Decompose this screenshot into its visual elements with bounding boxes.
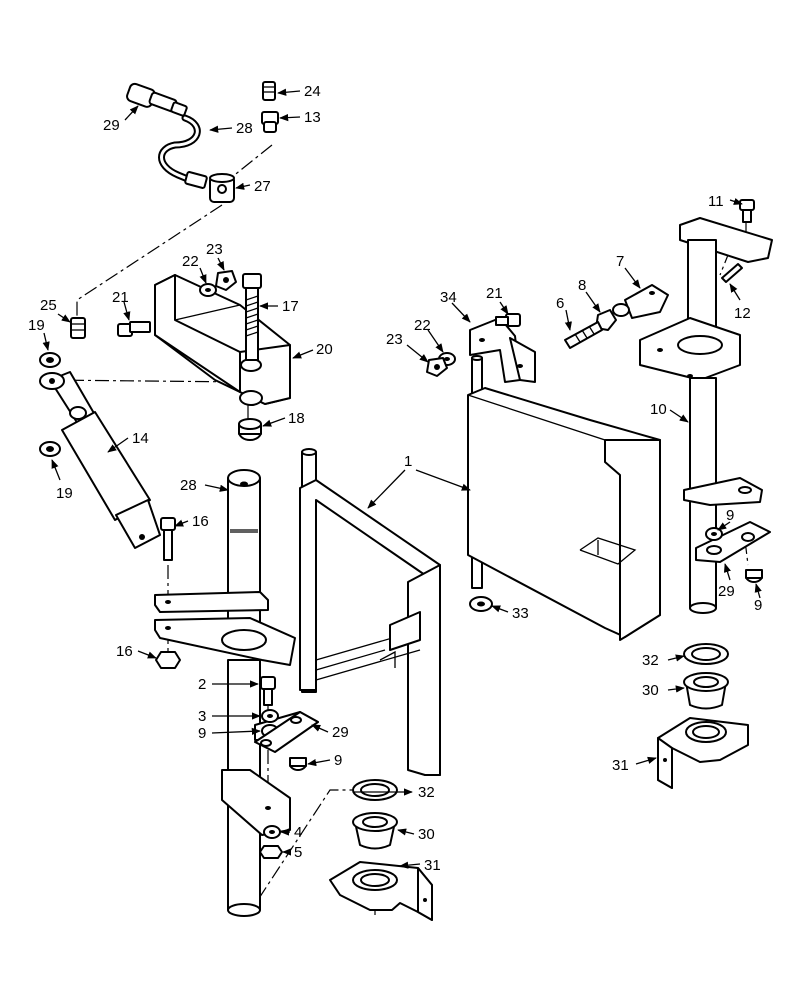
callout-19-upper: 19 xyxy=(28,317,45,334)
callout-22-left: 22 xyxy=(182,253,199,270)
washer-22-left xyxy=(199,283,217,297)
nut-23-left xyxy=(215,270,237,291)
callout-17: 17 xyxy=(282,298,299,315)
callout-30-right: 30 xyxy=(642,682,659,699)
callout-31-right: 31 xyxy=(612,757,629,774)
washer-19-lower xyxy=(39,441,61,457)
nut-18 xyxy=(238,418,262,441)
callout-15: 16 xyxy=(192,513,209,530)
callout-25: 27 xyxy=(254,178,271,195)
coupler-27 xyxy=(126,82,188,117)
plate-29-left xyxy=(254,711,319,753)
callout-23-right: 23 xyxy=(386,331,403,348)
callout-9-left-b: 9 xyxy=(334,752,342,769)
callout-29-left: 29 xyxy=(332,724,349,741)
callout-21-right: 21 xyxy=(486,285,503,302)
callout-32-right: 32 xyxy=(642,652,659,669)
washer-33 xyxy=(469,596,493,612)
left-pivot-28 xyxy=(227,469,261,917)
callout-22-right: 22 xyxy=(414,317,431,334)
callout-8: 8 xyxy=(578,277,586,294)
callout-31-left: 31 xyxy=(424,857,441,874)
callout-10: 10 xyxy=(650,401,667,418)
bolt-2 xyxy=(260,676,276,706)
callout-27: 29 xyxy=(103,117,120,134)
callout-33: 33 xyxy=(512,605,529,622)
callout-9-right-b: 9 xyxy=(754,597,762,614)
callout-30-left: 30 xyxy=(418,826,435,843)
bushing-30-right xyxy=(683,672,729,710)
callout-11: 11 xyxy=(708,193,724,210)
callout-18: 18 xyxy=(288,410,305,427)
pivot-arm-plates xyxy=(154,591,296,666)
clevis-7 xyxy=(612,284,669,319)
callout-14: 14 xyxy=(132,430,149,447)
pin-12 xyxy=(721,263,743,283)
fitting-13 xyxy=(261,111,279,133)
callout-32-left: 32 xyxy=(418,784,435,801)
callout-23-left: 23 xyxy=(206,241,223,258)
cylinder-14 xyxy=(39,371,161,549)
rod-6 xyxy=(564,321,603,349)
callout-16: 16 xyxy=(116,643,133,660)
callout-26: 28 xyxy=(236,120,253,137)
callout-6: 6 xyxy=(556,295,564,312)
callout-5: 5 xyxy=(294,844,302,861)
lockwasher-4 xyxy=(263,825,281,839)
callout-19-lower: 19 xyxy=(56,485,73,502)
shield-1 xyxy=(467,355,661,641)
callout-9-left-a: 9 xyxy=(198,725,206,742)
plug-24-top xyxy=(262,81,276,101)
callout-9-right-a: 9 xyxy=(726,507,734,524)
bolt-11 xyxy=(739,199,755,223)
seal-32-left xyxy=(352,779,398,801)
callout-1: 1 xyxy=(404,453,412,470)
callout-12: 12 xyxy=(734,305,751,322)
callout-4: 4 xyxy=(294,824,302,841)
callout-34: 34 xyxy=(440,289,457,306)
bushing-30-left xyxy=(352,812,398,850)
callout-28: 28 xyxy=(180,477,197,494)
callout-13: 13 xyxy=(304,109,321,126)
bolt-15 xyxy=(160,517,176,561)
pivot-right-plates xyxy=(683,477,771,563)
washer-3 xyxy=(261,709,279,723)
callout-24-left: 25 xyxy=(40,297,57,314)
callout-21-left: 21 xyxy=(112,289,129,306)
mount-31-left xyxy=(329,861,433,921)
hose-end-fitting xyxy=(184,171,208,189)
bolt-17 xyxy=(242,273,262,361)
bolt-21-left xyxy=(117,321,151,337)
bushing-9-left xyxy=(289,757,307,771)
seal-32-right xyxy=(683,643,729,665)
callout-2: 2 xyxy=(198,676,206,693)
washer-19-upper xyxy=(39,352,61,368)
nut-16 xyxy=(155,651,181,669)
washer-9-right-upper xyxy=(705,527,723,541)
callout-7: 7 xyxy=(616,253,624,270)
callout-3: 3 xyxy=(198,708,206,725)
nut-5 xyxy=(259,845,283,859)
bushing-9-right xyxy=(745,569,763,583)
adapter-25 xyxy=(209,173,235,203)
nut-23-right xyxy=(426,357,448,377)
plug-24-left xyxy=(70,317,86,339)
bracket-20 xyxy=(154,274,291,406)
bolt-21-right xyxy=(495,313,521,327)
mount-31-right xyxy=(657,717,749,789)
callout-24-top: 24 xyxy=(304,83,321,100)
callout-labels: 24 13 29 28 27 22 23 17 21 25 19 20 18 1… xyxy=(28,83,762,874)
callout-29-right: 29 xyxy=(718,583,735,600)
frame-1 xyxy=(299,448,441,776)
callout-20: 20 xyxy=(316,341,333,358)
hose-assembly xyxy=(126,81,279,203)
